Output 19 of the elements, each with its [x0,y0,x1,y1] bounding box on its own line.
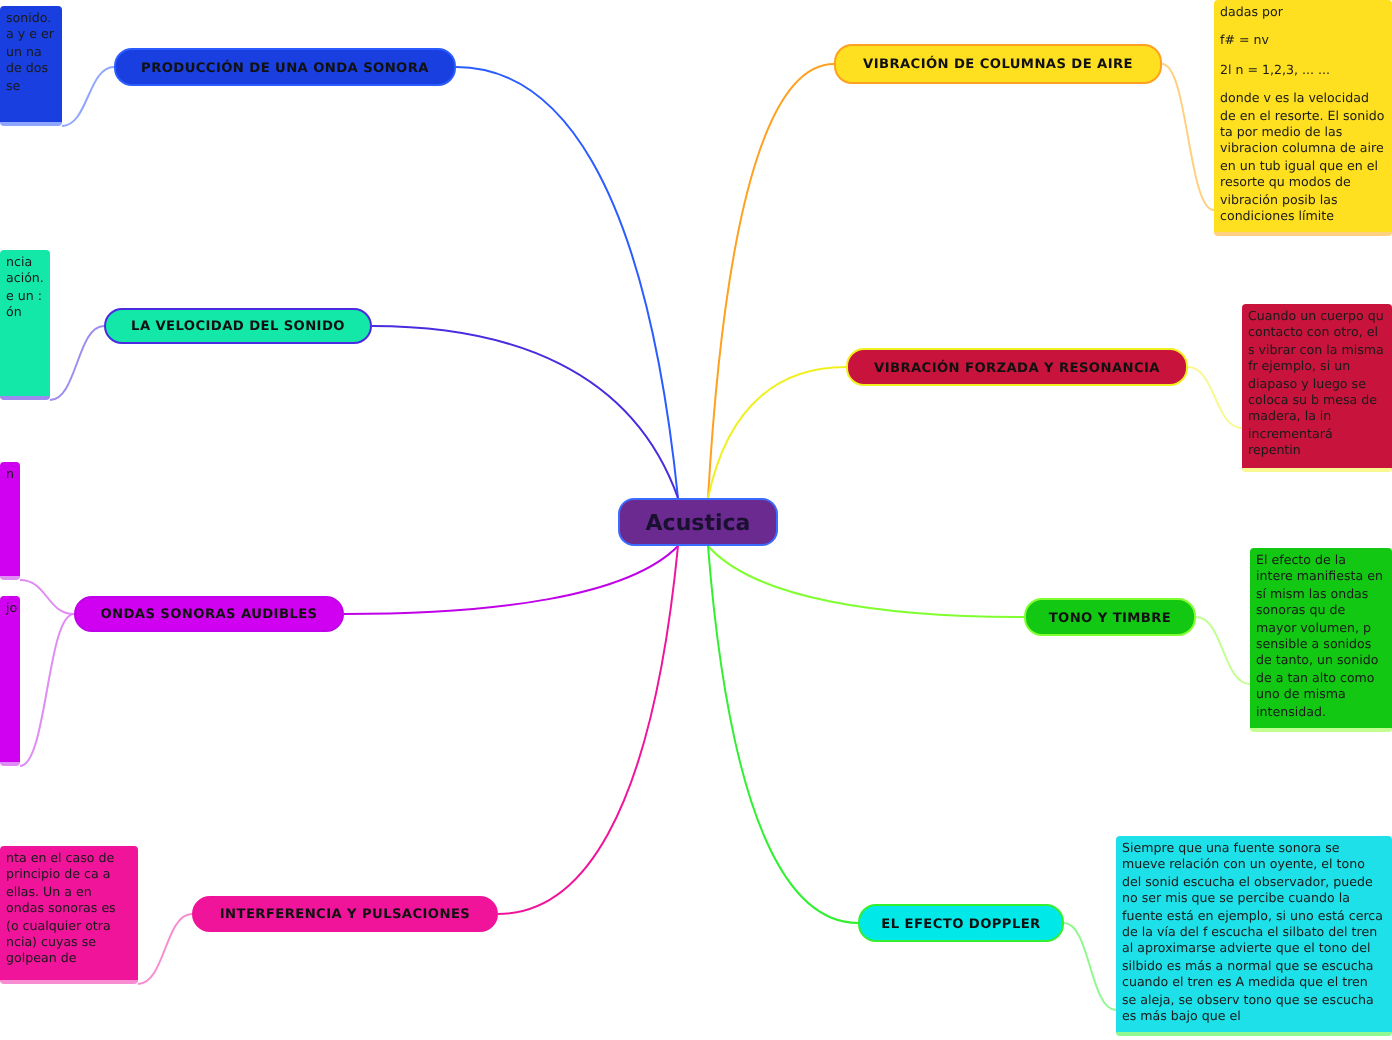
connector-line [19,613,75,767]
connector-line [137,913,193,985]
connector-line [371,325,679,499]
central-topic: Acustica [618,498,778,546]
connector-line [1195,616,1251,685]
connector-line [707,366,847,499]
connector-line [1063,922,1117,1011]
connector-line [455,66,679,499]
connector-line [49,325,105,401]
connector-line [19,579,75,615]
connector-line [1187,366,1243,429]
connector-line [707,545,1025,618]
connector-line [707,545,859,924]
connector-line [497,545,679,915]
connector-line [61,66,115,127]
connector-line [343,545,679,615]
connector-line [1161,63,1215,211]
note-card [1214,0,1392,237]
connector-line [707,63,835,499]
